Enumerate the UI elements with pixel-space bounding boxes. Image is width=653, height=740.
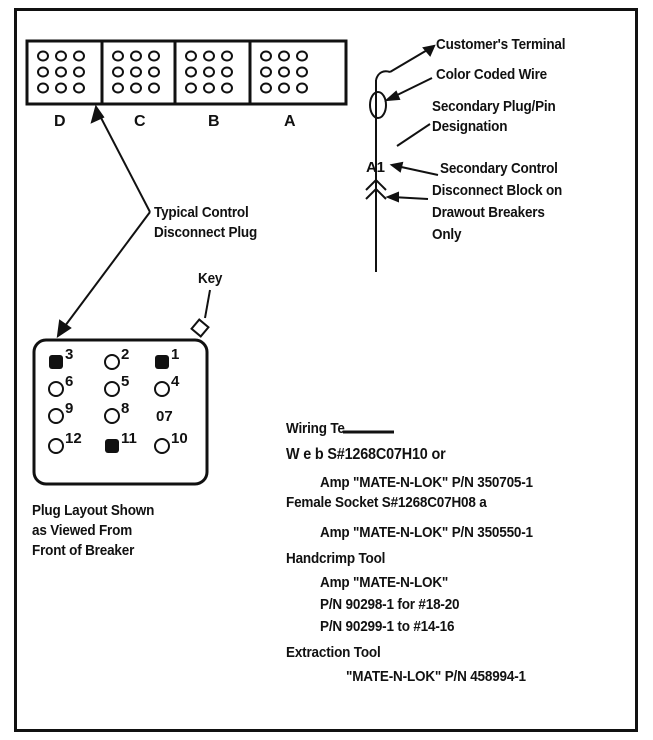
disconnect-block-label-line2: Disconnect Block on [432,182,563,199]
block-label-b: B [208,113,220,130]
wiring-line-1: W e b S#1268C07H10 or [286,446,446,463]
connector-pin [296,66,308,78]
plug-pin-number: 6 [65,373,74,390]
wiring-line-3: Female Socket S#1268C07H08 a [286,494,487,511]
plug-pin [104,408,120,424]
wiring-line-2: Amp "MATE-N-LOK" P/N 350705-1 [320,474,533,491]
connector-pin [203,66,215,78]
customers-terminal-label: Customer's Terminal [436,36,566,53]
connector-pin [148,82,160,94]
plug-pin-number: 11 [121,430,137,447]
connector-pin [130,66,142,78]
connector-pin-grid [37,50,308,94]
block-label-c: C [134,113,146,130]
connector-pin [278,50,290,62]
wiring-line-6: Amp "MATE-N-LOK" [320,574,449,591]
plug-pin-number: 3 [65,346,74,363]
disconnect-block-label-line1: Secondary Control [440,160,558,177]
connector-pin [37,50,49,62]
block-label-a: A [284,113,296,130]
connector-pin [260,66,272,78]
plug-pin [48,381,64,397]
connector-pin [37,66,49,78]
connector-pin [112,82,124,94]
wire-schematic [365,44,439,272]
plug-caption-line2: as Viewed From [32,522,133,539]
wiring-line-5: Handcrimp Tool [286,550,386,567]
connector-pin [221,66,233,78]
connector-pin [55,82,67,94]
plug-pin-number: 8 [121,400,130,417]
connector-pin [260,50,272,62]
wiring-line-4: Amp "MATE-N-LOK" P/N 350550-1 [320,524,533,541]
plug-pin-number: 07 [156,408,173,425]
plug-pin-number: 12 [65,430,82,447]
connector-pin [112,66,124,78]
connector-pin [203,50,215,62]
plug-pin-number: 10 [171,430,188,447]
plug-layout-face [32,289,211,486]
secondary-plug-pin-label-line2: Designation [432,118,508,135]
plug-pin-number: 9 [65,400,74,417]
plug-pin [49,355,63,369]
connector-pin [55,50,67,62]
plug-pin [104,381,120,397]
connector-pin [260,82,272,94]
disconnect-block-label-line3: Drawout Breakers [432,204,545,221]
control-disconnect-plug-blocks [25,39,348,106]
connector-pin [130,82,142,94]
connector-pin [221,82,233,94]
plug-pin [154,381,170,397]
plug-pin [104,354,120,370]
connector-pin [148,50,160,62]
wiring-line-8: P/N 90299-1 to #14-16 [320,618,455,635]
block-label-d: D [54,113,66,130]
connector-pin [221,50,233,62]
plug-pin-number: 1 [171,346,180,363]
plug-pin [48,438,64,454]
connector-pin [278,66,290,78]
connector-pin [278,82,290,94]
disconnect-block-label-line4: Only [432,226,462,243]
connector-pin [185,66,197,78]
plug-pin-number: 2 [121,346,130,363]
plug-pin [105,439,119,453]
plug-layout-pins [48,354,170,454]
diagram-frame [14,8,638,732]
color-coded-wire-label: Color Coded Wire [436,66,548,83]
wiring-line-9: Extraction Tool [286,644,381,661]
connector-pin [55,66,67,78]
connector-pin [296,50,308,62]
plug-pin [154,438,170,454]
pin-designation-a1: A1 [366,159,385,176]
plug-caption-line1: Plug Layout Shown [32,502,155,519]
connector-pin [130,50,142,62]
plug-leader-lines [56,104,151,339]
wiring-line-7: P/N 90298-1 for #18-20 [320,596,460,613]
connector-pin [73,50,85,62]
plug-label-line1: Typical Control [154,204,249,221]
wiring-line-10: "MATE-N-LOK" P/N 458994-1 [346,668,526,685]
secondary-plug-pin-label-line1: Secondary Plug/Pin [432,98,556,115]
connector-pin [73,82,85,94]
key-label: Key [198,270,223,287]
connector-pin [148,66,160,78]
plug-pin-number: 4 [171,373,180,390]
connector-pin [203,82,215,94]
connector-pin [37,82,49,94]
connector-pin [73,66,85,78]
plug-caption-line3: Front of Breaker [32,542,135,559]
connector-pin [185,82,197,94]
plug-pin-number: 5 [121,373,130,390]
connector-pin [112,50,124,62]
connector-pin [296,82,308,94]
wiring-terminations-heading: Wiring Te [286,420,345,437]
plug-label-line2: Disconnect Plug [154,224,258,241]
plug-pin [155,355,169,369]
connector-pin [185,50,197,62]
plug-pin [48,408,64,424]
